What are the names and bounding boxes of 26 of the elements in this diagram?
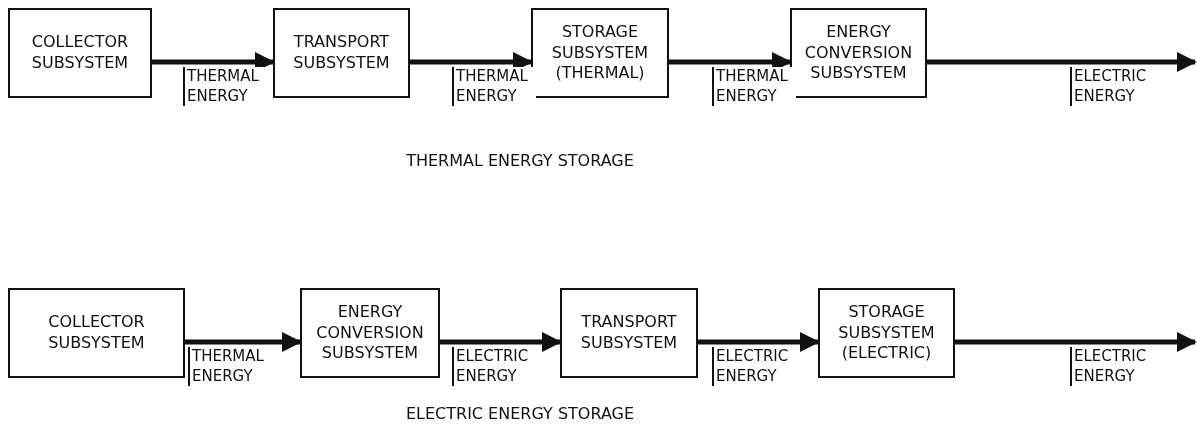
process-box xyxy=(790,8,927,98)
box-label: COLLECTOR SUBSYSTEM xyxy=(47,312,146,354)
process-box xyxy=(300,288,440,378)
edge-label: THERMAL ENERGY xyxy=(452,67,536,106)
process-box xyxy=(560,288,698,378)
box-label: TRANSPORT SUBSYSTEM xyxy=(579,312,679,354)
box-label: COLLECTOR SUBSYSTEM xyxy=(30,32,130,74)
box-label: STORAGE SUBSYSTEM (THERMAL) xyxy=(550,21,650,85)
arrow xyxy=(440,332,562,352)
process-box xyxy=(818,288,955,378)
process-box xyxy=(8,8,152,98)
edge-label: THERMAL ENERGY xyxy=(712,67,796,106)
box-label: TRANSPORT SUBSYSTEM xyxy=(292,32,391,74)
arrow xyxy=(927,52,1197,72)
box-label: ENERGY CONVERSION SUBSYSTEM xyxy=(803,21,914,85)
arrow xyxy=(185,332,302,352)
box-label: STORAGE SUBSYSTEM (ELECTRIC) xyxy=(837,301,936,365)
process-box xyxy=(273,8,410,98)
diagram-caption: ELECTRIC ENERGY STORAGE xyxy=(405,403,635,423)
edge-label: THERMAL ENERGY xyxy=(183,67,267,106)
arrow xyxy=(955,332,1197,352)
process-box xyxy=(531,8,669,98)
diagram-caption: THERMAL ENERGY STORAGE xyxy=(406,150,634,170)
box-label: ENERGY CONVERSION SUBSYSTEM xyxy=(315,301,425,365)
process-box xyxy=(8,288,185,378)
arrow xyxy=(698,332,820,352)
